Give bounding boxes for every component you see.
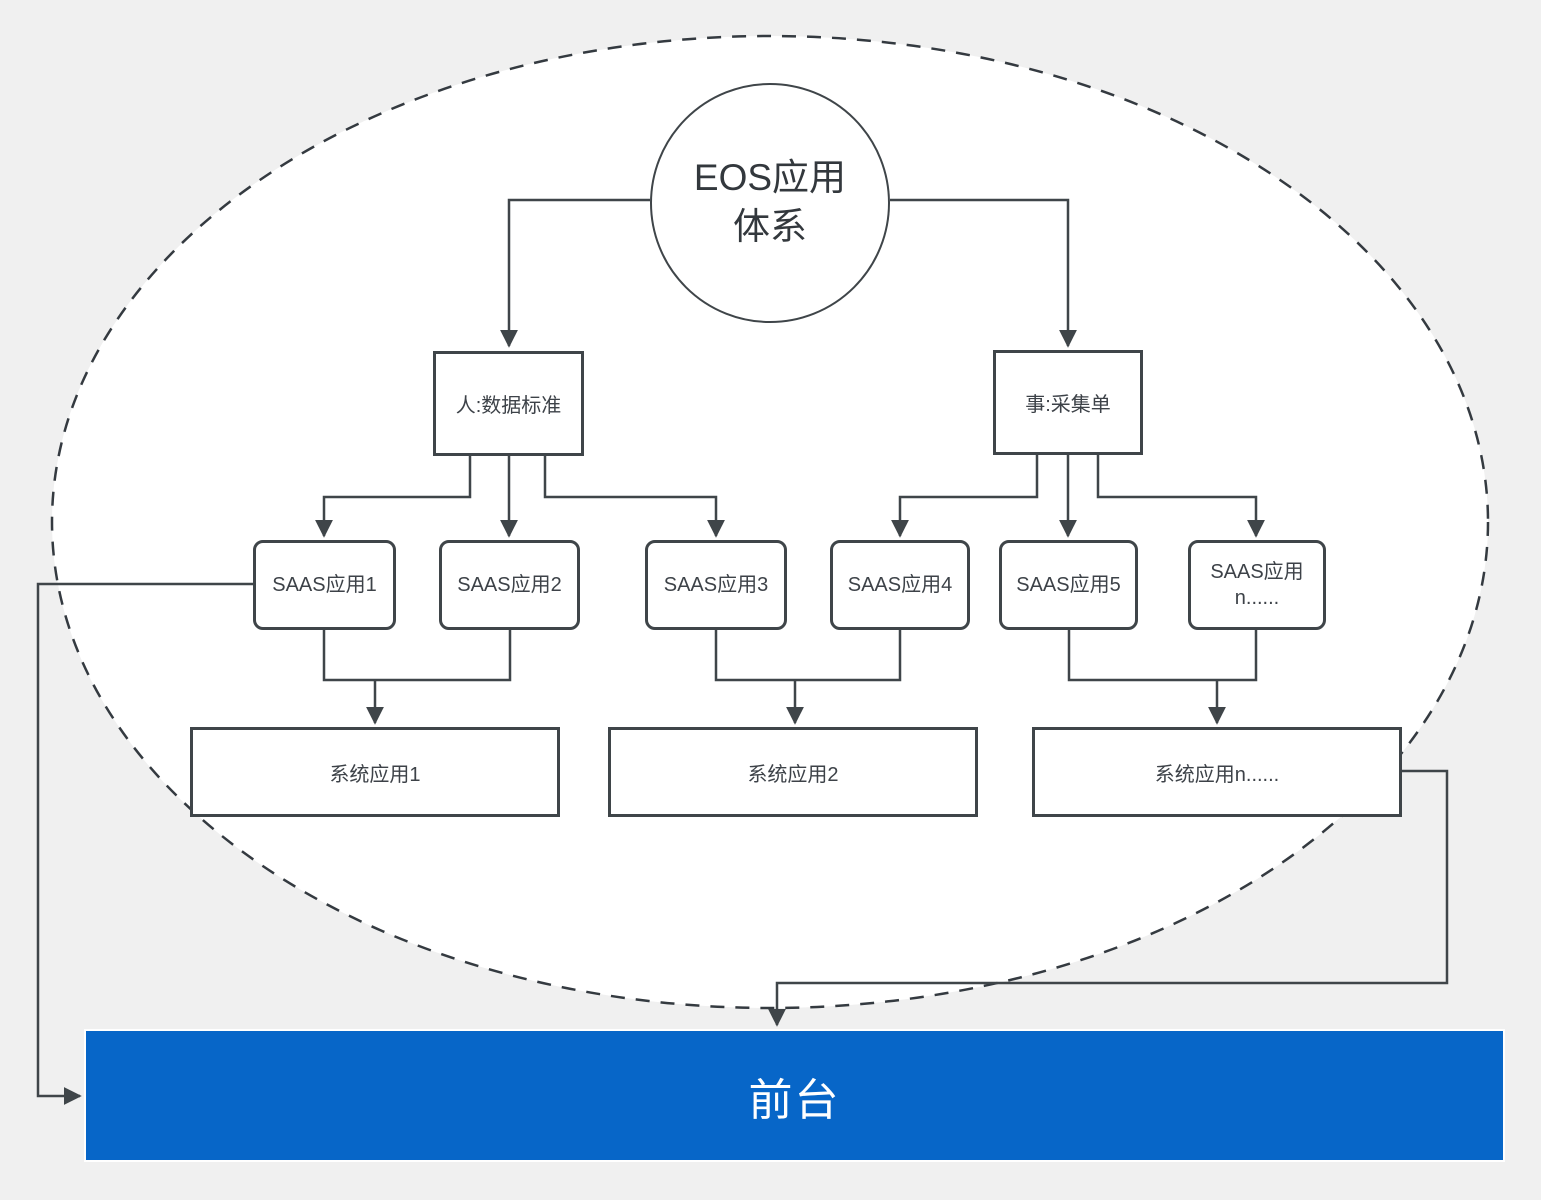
node-system-app-n: 系统应用n...... xyxy=(1032,727,1402,817)
node-system-app-2-label: 系统应用2 xyxy=(747,763,839,786)
node-system-app-1-label: 系统应用1 xyxy=(329,763,421,786)
node-saas-app-1-label: SAAS应用1 xyxy=(272,574,377,596)
connector-join-saas1-saas2 xyxy=(322,630,512,682)
node-saas-app-4: SAAS应用4 xyxy=(830,540,970,630)
node-event-collection-form: 事:采集单 xyxy=(993,350,1143,455)
node-system-app-1: 系统应用1 xyxy=(190,727,560,817)
root-node-label: EOS应用体系 xyxy=(693,157,847,247)
root-node: EOS应用体系 xyxy=(650,83,890,323)
node-saas-app-3-label: SAAS应用3 xyxy=(663,574,769,596)
connector-person-to-saas3 xyxy=(543,456,725,538)
node-saas-app-3: SAAS应用3 xyxy=(645,540,787,630)
node-saas-app-1: SAAS应用1 xyxy=(253,540,396,630)
connector-join-saas3-saas4 xyxy=(714,630,902,682)
connector-event-to-saasn xyxy=(1096,455,1265,538)
node-event-collection-form-label: 事:采集单 xyxy=(1025,394,1111,416)
node-saas-app-n: SAAS应用n...... xyxy=(1188,540,1326,630)
node-frontend-bar-label: 前台 xyxy=(748,1075,841,1125)
connector-saas1-to-frontend xyxy=(36,582,253,1105)
node-saas-app-n-label: SAAS应用n...... xyxy=(1210,561,1304,609)
connector-systemn-to-frontend xyxy=(768,769,1449,1027)
node-saas-app-5-label: SAAS应用5 xyxy=(1016,574,1121,596)
node-person-data-standard: 人:数据标准 xyxy=(433,351,584,456)
connector-person-to-saas1 xyxy=(315,456,472,538)
connector-root-to-person xyxy=(500,198,650,348)
connector-event-to-saas4 xyxy=(891,455,1039,538)
node-saas-app-2: SAAS应用2 xyxy=(439,540,580,630)
node-saas-app-4-label: SAAS应用4 xyxy=(847,574,953,596)
node-saas-app-2-label: SAAS应用2 xyxy=(457,574,562,596)
node-person-data-standard-label: 人:数据标准 xyxy=(455,395,562,417)
node-frontend-bar: 前台 xyxy=(84,1029,1505,1162)
node-saas-app-5: SAAS应用5 xyxy=(999,540,1138,630)
connector-join-saas5-saasn xyxy=(1067,630,1258,682)
node-system-app-n-label: 系统应用n...... xyxy=(1154,763,1280,786)
connector-root-to-event xyxy=(890,198,1077,348)
node-system-app-2: 系统应用2 xyxy=(608,727,978,817)
